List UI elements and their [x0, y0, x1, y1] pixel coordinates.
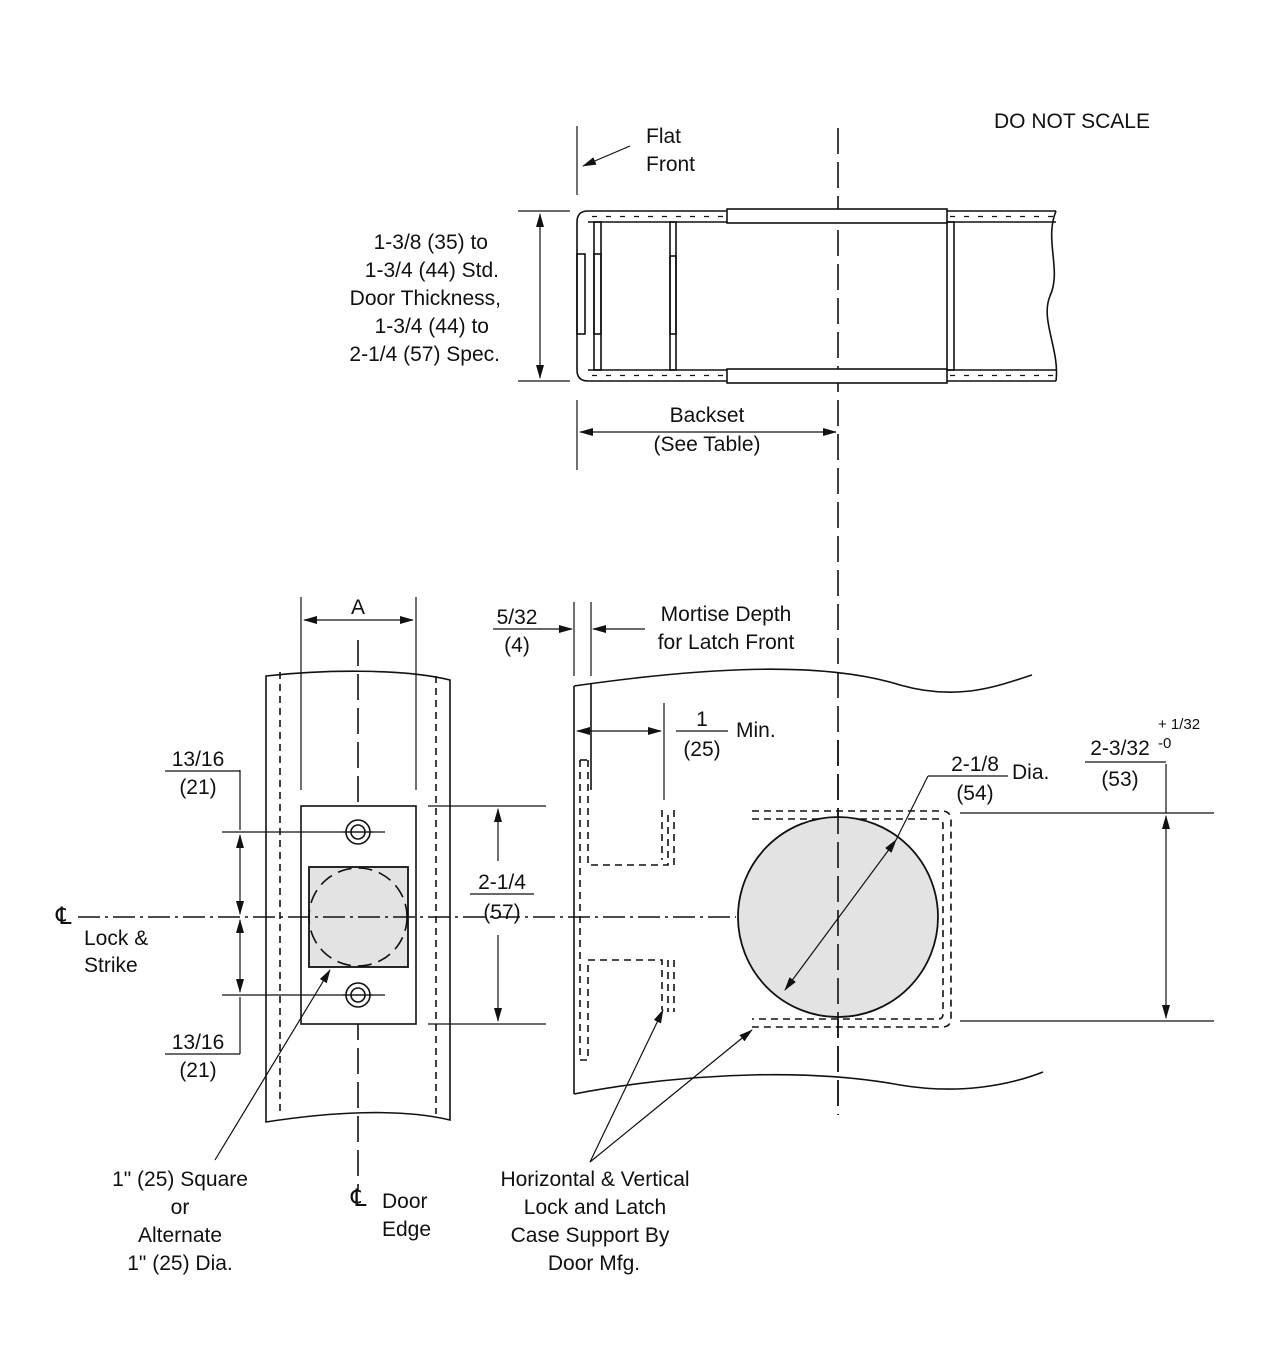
case-support-outline: [752, 810, 952, 1028]
bore-diameter-line: [784, 839, 897, 991]
bore-opening-top: [726, 208, 948, 224]
tolerance-plus: + 1/32: [1158, 716, 1200, 733]
dimension-a-label: A: [351, 596, 365, 619]
svg-text:Edge: Edge: [382, 1218, 431, 1241]
case-support-leader-2: [589, 1029, 753, 1163]
svg-text:Door Thickness,: Door Thickness,: [350, 287, 501, 310]
min-dimension-label: 1: [696, 708, 708, 731]
flat-front-label-2: Front: [646, 153, 695, 176]
svg-text:1" (25) Square: 1" (25) Square: [112, 1168, 248, 1191]
do-not-scale-note: DO NOT SCALE: [994, 110, 1150, 133]
hole-height-label: 2-1/4: [478, 871, 526, 894]
bore-dia-unit: Dia.: [1012, 761, 1049, 784]
centerline-symbol-lock: ℄: [55, 903, 72, 930]
svg-text:for Latch Front: for Latch Front: [658, 631, 795, 654]
door-edge-outline: [576, 210, 589, 382]
bore-size-label: 2-3/32: [1090, 737, 1150, 760]
svg-text:Alternate: Alternate: [138, 1224, 222, 1247]
svg-text:Strike: Strike: [84, 954, 138, 977]
door-face-bottom-break: [573, 1071, 1044, 1095]
bore-dia-label: 2-1/8: [951, 753, 999, 776]
backset-label: Backset: [670, 404, 745, 427]
svg-text:(53): (53): [1101, 768, 1138, 791]
svg-text:(21): (21): [179, 1059, 216, 1082]
door-thickness-label: 1-3/8 (35) to 1-3/4 (44) Std. Door Thick…: [349, 231, 501, 366]
svg-text:or: or: [171, 1196, 190, 1219]
flat-front-arrow: [582, 145, 631, 167]
svg-text:Horizontal & Vertical: Horizontal & Vertical: [500, 1168, 689, 1191]
lock-strike-label: Lock &: [84, 927, 148, 950]
svg-text:1-3/8 (35) to: 1-3/8 (35) to: [374, 231, 488, 254]
mortise-depth-value: 5/32: [497, 606, 538, 629]
svg-text:1" (25) Dia.: 1" (25) Dia.: [127, 1252, 233, 1275]
break-line: [1046, 210, 1058, 382]
flat-front-label: Flat: [646, 125, 681, 148]
door-edge-label: Door: [382, 1190, 428, 1213]
bore-opening-bottom: [726, 368, 948, 384]
svg-text:Case Support By: Case Support By: [511, 1224, 670, 1247]
backset-label-2: (See Table): [653, 433, 760, 456]
square-note-leader: [214, 969, 331, 1161]
min-label: Min.: [736, 719, 776, 742]
case-support-leader-1: [589, 1009, 664, 1163]
svg-text:Lock and Latch: Lock and Latch: [524, 1196, 666, 1219]
latch-view: [428, 602, 1214, 1163]
svg-text:(25): (25): [683, 738, 720, 761]
svg-text:(57): (57): [483, 901, 520, 924]
svg-text:Door Mfg.: Door Mfg.: [548, 1252, 640, 1275]
svg-text:(21): (21): [179, 776, 216, 799]
case-support-label: Horizontal & Vertical Lock and Latch Cas…: [500, 1168, 689, 1275]
top-view: [518, 126, 1058, 1115]
svg-text:2-1/4 (57) Spec.: 2-1/4 (57) Spec.: [349, 343, 500, 366]
tolerance-minus: -0: [1158, 735, 1171, 752]
svg-text:1-3/4 (44) to: 1-3/4 (44) to: [375, 315, 489, 338]
door-edge-strip: [265, 670, 451, 1123]
strike-view: [78, 597, 736, 1190]
upper-offset-label: 13/16: [172, 748, 225, 771]
square-note-label: 1" (25) Square or Alternate 1" (25) Dia.: [112, 1168, 248, 1275]
mortise-depth-label: Mortise Depth: [661, 603, 792, 626]
door-face-top-break: [573, 668, 1033, 693]
centerline-symbol-door: ℄: [350, 1185, 367, 1212]
svg-text:(54): (54): [956, 782, 993, 805]
svg-text:1-3/4 (44) Std.: 1-3/4 (44) Std.: [365, 259, 499, 282]
lower-offset-label: 13/16: [172, 1031, 225, 1054]
svg-text:(4): (4): [504, 634, 530, 657]
